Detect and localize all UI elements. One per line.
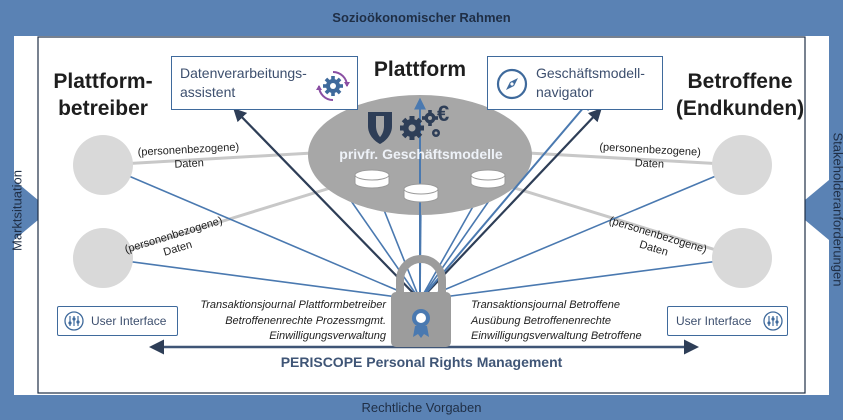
frame-left-label: Marktsituation [9,170,25,251]
customer-node-2 [712,228,772,288]
prm-customer-line: Ausübung Betroffenenrechte [471,314,612,327]
business-model-navigator-label: Geschäftsmodell- navigator [536,64,645,102]
edge-label-customer-1: (personenbezogene) Daten [598,140,701,173]
prm-customer-line: Einwilligungsverwaltung Betroffene [471,330,642,342]
navigator-line1: Geschäftsmodell- [536,65,645,81]
prm-operator-line: Transaktionsjournal Plattformbetreiber [200,299,386,311]
operator-heading-line1: Plattform- [53,70,153,93]
operator-user-interface[interactable]: User Interface [57,306,178,336]
processing-assistant-label: Datenverarbeitungs- assistent [180,64,307,102]
operator-heading-line2: betreiber [58,97,148,120]
customer-node-1 [712,135,772,195]
database-icon [403,183,439,203]
shield-icon [368,112,392,144]
operator-node-2 [73,228,133,288]
prm-operator-functions: Transaktionsjournal Plattformbetreiber B… [186,298,386,345]
prm-operator-line: Betroffenenrechte Prozessmgmt. [225,314,386,327]
prm-customer-line: Transaktionsjournal Betroffene [471,299,620,311]
prm-operator-line: Einwilligungsverwaltung [269,330,386,342]
processing-assistant-line2: assistent [180,84,236,100]
prm-title: PERISCOPE Personal Rights Management [280,354,563,370]
database-icon [354,169,390,189]
edge-label-operator-1: (personenbezogene) Daten [137,140,240,173]
sliders-icon [64,311,84,331]
compass-icon [496,68,528,100]
gears-icon [400,110,440,140]
lock-icon [391,255,451,347]
affected-heading-line1: Betroffene [687,70,793,93]
analysis-arrows [233,108,602,301]
frame-top-label: Sozioökonomischer Rahmen [332,10,511,25]
frame-right-label: Stakeholderanforderungen [830,132,843,287]
navigator-line2: navigator [536,84,594,100]
customer-user-interface[interactable]: User Interface [667,306,788,336]
database-icons [354,169,506,203]
business-model-navigator-box: Geschäftsmodell- navigator [487,56,663,110]
gear-cycle-icon [316,71,350,101]
data-flow-lines [102,150,743,260]
prm-connection-lines [102,164,743,301]
platform-heading: Plattform [373,58,467,81]
prm-customer-functions: Transaktionsjournal Betroffene Ausübung … [471,298,642,345]
frame-bottom-label: Rechtliche Vorgaben [361,400,482,415]
affected-heading: Betroffene (Endkunden) [670,68,810,122]
operator-node-1 [73,135,133,195]
euro-symbol: € [437,101,450,126]
operator-heading: Plattform- betreiber [38,68,168,122]
processing-assistant-box: Datenverarbeitungs- assistent [171,56,358,110]
stakeholder-nodes [73,135,772,288]
customer-user-interface-label: User Interface [676,314,752,328]
processing-assistant-line1: Datenverarbeitungs- [180,65,307,81]
operator-user-interface-label: User Interface [91,314,167,328]
affected-heading-line2: (Endkunden) [675,97,805,120]
database-icon [470,169,506,189]
sliders-icon [763,311,783,331]
platform-ellipse-label: privfr. Geschäftsmodelle [339,146,503,162]
